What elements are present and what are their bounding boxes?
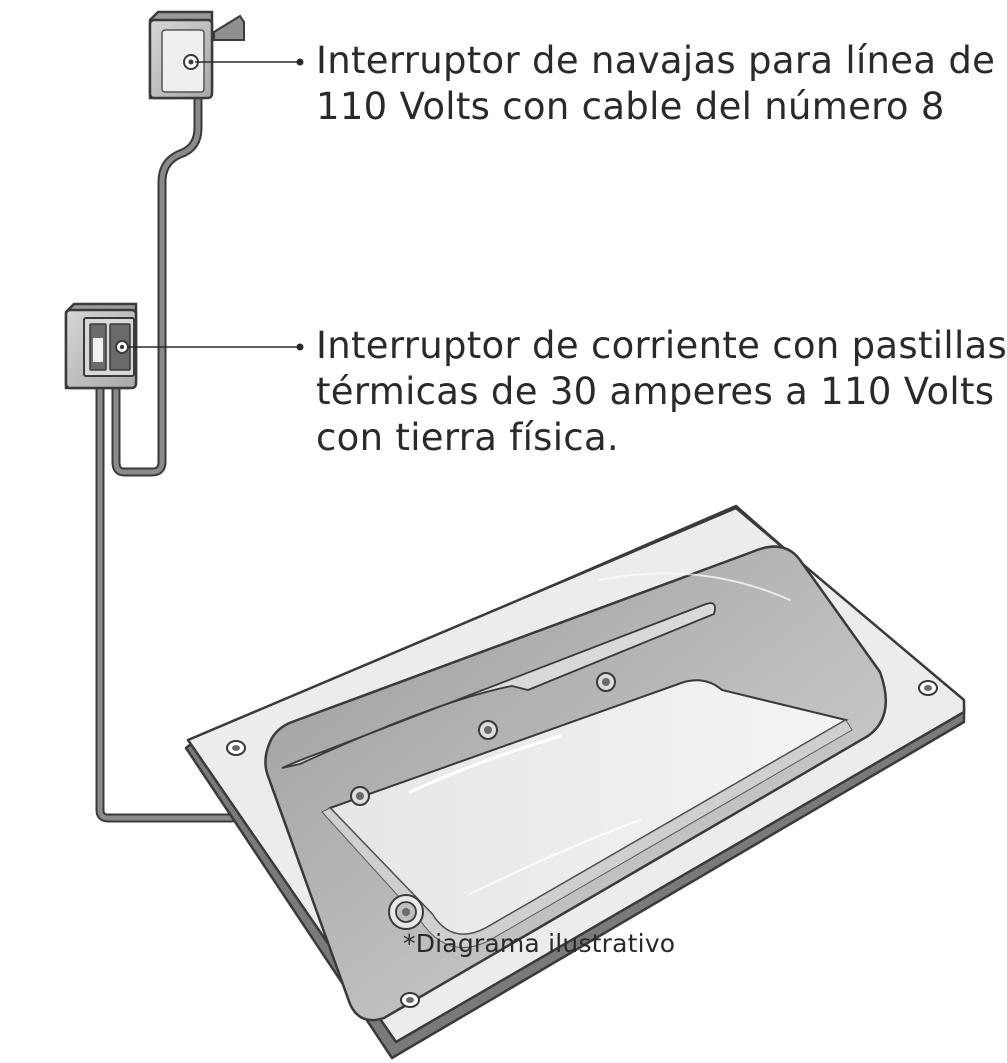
- drain-icon: [388, 894, 424, 930]
- breaker-callout-line-1: Interruptor de corriente con pastillas: [316, 324, 1007, 367]
- knife-switch-box-icon: [148, 10, 245, 100]
- rim-fitting-icon: [226, 740, 246, 756]
- knife-switch-callout-line-1: Interruptor de navajas para línea de: [316, 39, 996, 82]
- cable-knife-to-breaker: [111, 95, 203, 477]
- breaker-box-icon: [64, 302, 138, 390]
- tub-ledge: [281, 602, 716, 769]
- breaker-callout-line-3: con tierra física.: [316, 416, 619, 459]
- hydromassage-jet-icon: [478, 720, 498, 740]
- hydromassage-jet-icon: [596, 672, 616, 692]
- rim-fitting-icon: [918, 680, 938, 696]
- leader-lines: [128, 58, 304, 351]
- bathtub-icon: [184, 504, 966, 1060]
- breaker-callout-line-2: térmicas de 30 amperes a 110 Volts: [316, 370, 995, 413]
- hydromassage-jet-icon: [350, 786, 370, 806]
- knife-switch-callout-line-2: 110 Volts con cable del número 8: [316, 85, 945, 128]
- cables: [95, 95, 237, 823]
- knife-switch-callout: Interruptor de navajas para línea de 110…: [316, 38, 995, 130]
- diagram-illustration: [64, 10, 966, 1060]
- rim-fitting-icon: [400, 992, 420, 1008]
- breaker-callout: Interruptor de corriente con pastillas t…: [316, 323, 1007, 461]
- illustrative-note: *Diagrama ilustrativo: [403, 929, 676, 958]
